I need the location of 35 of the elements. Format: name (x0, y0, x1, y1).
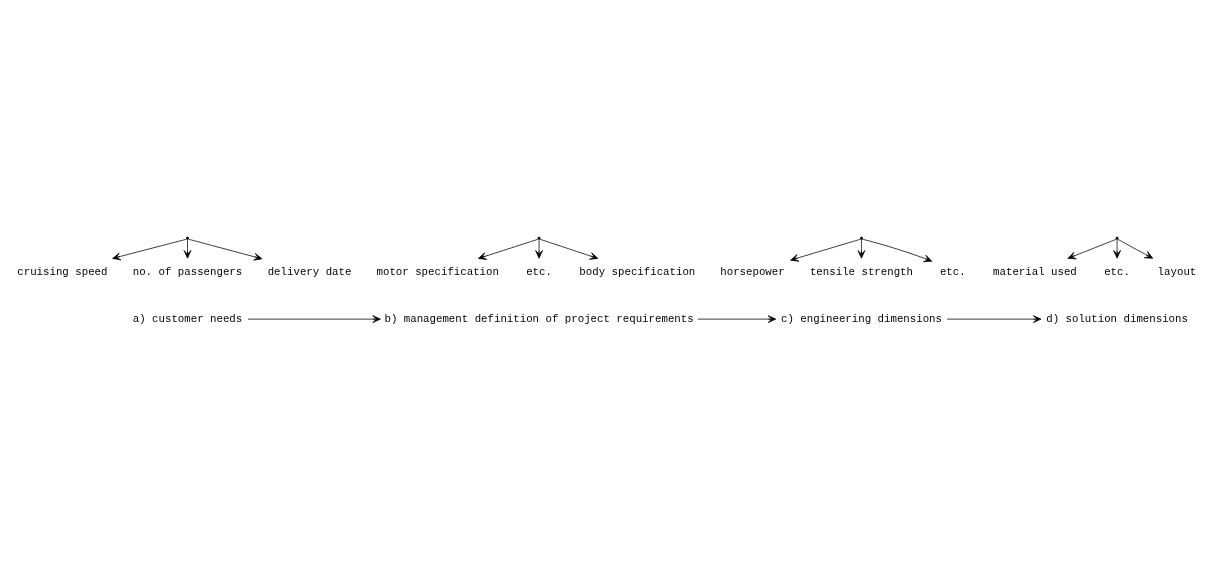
node-text: tensile strength (809, 265, 913, 278)
node-text: c) engineering dimensions (780, 312, 942, 325)
arrow (861, 238, 933, 262)
node-point (186, 236, 189, 240)
arrow (478, 238, 539, 260)
arrow (1117, 238, 1154, 259)
arrow (247, 314, 381, 323)
node-text: body specification (579, 265, 696, 278)
arrow (1067, 238, 1117, 259)
arrow (946, 314, 1042, 323)
node-text: motor specification (376, 265, 499, 278)
node-point (537, 236, 541, 240)
arrow (187, 238, 263, 261)
node-text: layout (1157, 265, 1197, 278)
arrow (112, 238, 188, 260)
arrow (183, 238, 192, 259)
node-text: etc. (526, 265, 552, 278)
arrow (1113, 238, 1121, 259)
arrow (535, 238, 543, 259)
node-text: horsepower (720, 265, 785, 278)
node-point (859, 236, 863, 240)
node-text: material used (993, 265, 1077, 278)
node-text: etc. (939, 265, 966, 278)
node-text: a) customer needs (132, 312, 243, 325)
arrow (539, 238, 599, 260)
node-text: d) solution dimensions (1046, 312, 1188, 325)
node-point (1115, 236, 1119, 240)
arrow (697, 314, 777, 323)
node-text: no. of passengers (132, 265, 243, 278)
node-text: delivery date (267, 265, 352, 278)
node-text: cruising speed (17, 265, 108, 278)
node-text: b) management definition of project requirements (384, 312, 694, 325)
arrow (790, 238, 862, 262)
node-text: etc. (1104, 265, 1130, 278)
arrow (857, 238, 866, 259)
